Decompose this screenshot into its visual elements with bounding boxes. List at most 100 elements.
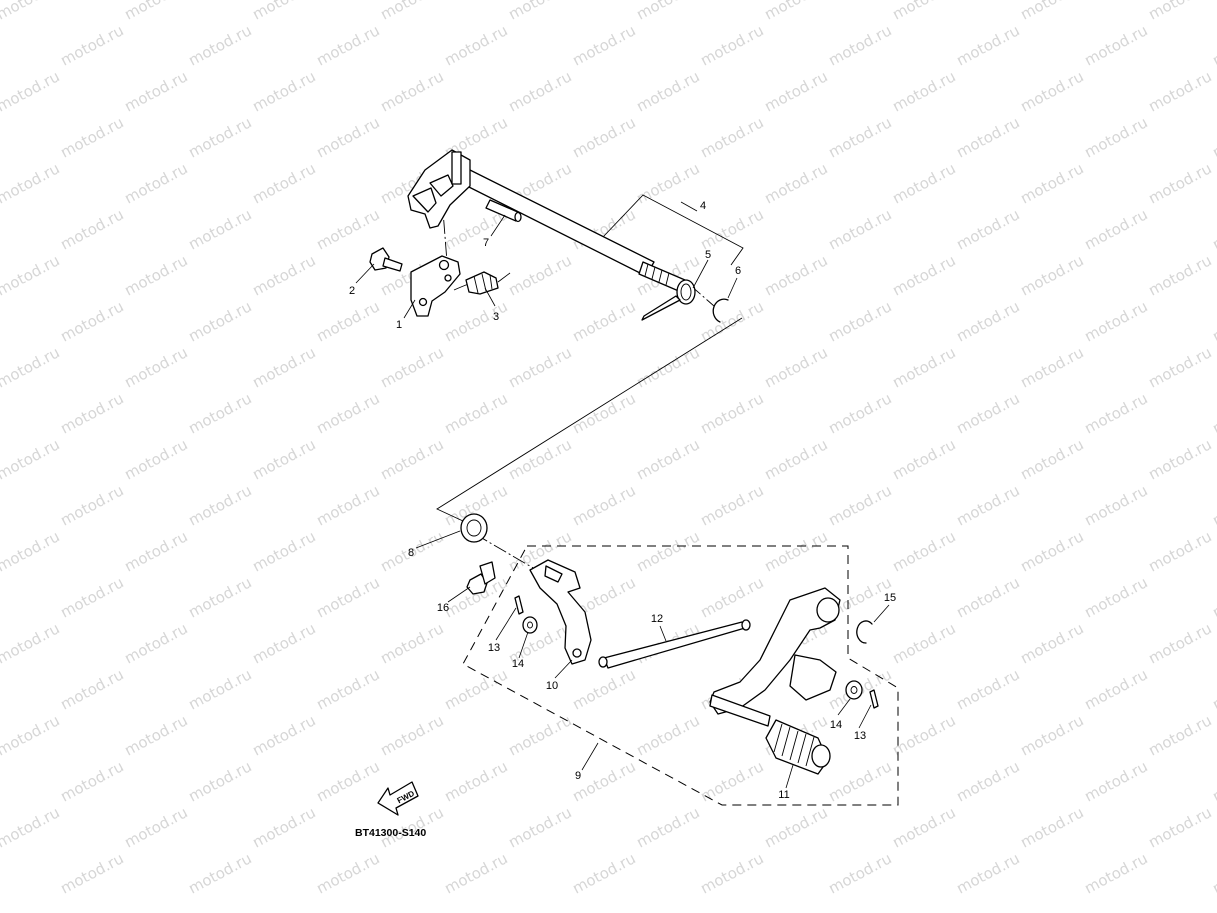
watermark-text: motod.ru bbox=[825, 757, 894, 805]
callout-label: 2 bbox=[349, 285, 355, 297]
watermark-text: motod.ru bbox=[121, 343, 190, 391]
watermark-text: motod.ru bbox=[889, 159, 958, 207]
watermark-text: motod.ru bbox=[825, 389, 894, 437]
washer[interactable] bbox=[522, 616, 538, 634]
watermark-text: motod.ru bbox=[569, 21, 638, 69]
oil-seal[interactable] bbox=[460, 513, 488, 543]
bolt[interactable] bbox=[369, 247, 403, 272]
shift-rod[interactable] bbox=[598, 619, 751, 669]
watermark-text: motod.ru bbox=[697, 21, 766, 69]
cotter-pin[interactable] bbox=[869, 689, 879, 709]
leader-lines bbox=[355, 201, 890, 789]
watermark-text: motod.ru bbox=[57, 113, 126, 161]
callout-label: 5 bbox=[705, 249, 711, 261]
watermark-text: motod.ru bbox=[889, 619, 958, 667]
watermark-text: motod.ru bbox=[121, 711, 190, 759]
watermark-text: motod.ru bbox=[889, 711, 958, 759]
watermark-text: motod.ru bbox=[185, 757, 254, 805]
watermark-text: motod.ru bbox=[953, 297, 1022, 345]
watermark-text: motod.ru bbox=[1145, 343, 1214, 391]
callout-label: 14 bbox=[512, 658, 524, 670]
watermark-text: motod.ru bbox=[1017, 619, 1086, 667]
watermark-text: motod.ru bbox=[121, 0, 190, 24]
segment[interactable] bbox=[410, 255, 461, 317]
footrest-rubber[interactable] bbox=[765, 719, 831, 775]
watermark-text: motod.ru bbox=[0, 159, 63, 207]
callout-label: 13 bbox=[488, 642, 500, 654]
watermark-text: motod.ru bbox=[1209, 389, 1217, 437]
callout-label: 1 bbox=[396, 319, 402, 331]
watermark-text: motod.ru bbox=[185, 113, 254, 161]
circlip[interactable] bbox=[712, 298, 729, 323]
callout-label: 10 bbox=[546, 680, 558, 692]
watermark-text: motod.ru bbox=[825, 297, 894, 345]
callout-label: 6 bbox=[735, 265, 741, 277]
watermark-text: motod.ru bbox=[633, 527, 702, 575]
watermark-text: motod.ru bbox=[633, 711, 702, 759]
watermark-text: motod.ru bbox=[0, 435, 63, 483]
watermark-text: motod.ru bbox=[249, 619, 318, 667]
spring[interactable] bbox=[453, 271, 511, 295]
callout-label: 14 bbox=[830, 719, 842, 731]
watermark-text: motod.ru bbox=[953, 205, 1022, 253]
callout-label: 12 bbox=[651, 613, 663, 625]
watermark-text: motod.ru bbox=[1017, 343, 1086, 391]
watermark-text: motod.ru bbox=[185, 481, 254, 529]
cotter-pin[interactable] bbox=[514, 595, 524, 615]
watermark-text: motod.ru bbox=[57, 573, 126, 621]
watermark-text: motod.ru bbox=[889, 803, 958, 851]
watermark-text: motod.ru bbox=[249, 527, 318, 575]
watermark-text: motod.ru bbox=[441, 665, 510, 713]
watermark-text: motod.ru bbox=[953, 849, 1022, 897]
watermark-text: motod.ru bbox=[1145, 435, 1214, 483]
watermark-text: motod.ru bbox=[57, 481, 126, 529]
watermark-text: motod.ru bbox=[825, 481, 894, 529]
watermark-text: motod.ru bbox=[377, 435, 446, 483]
watermark-text: motod.ru bbox=[313, 481, 382, 529]
watermark-text: motod.ru bbox=[0, 619, 63, 667]
bolt[interactable] bbox=[466, 561, 496, 595]
shift-shaft[interactable] bbox=[407, 149, 686, 293]
watermark-text: motod.ru bbox=[377, 67, 446, 115]
watermark-text: motod.ru bbox=[377, 343, 446, 391]
watermark-text: motod.ru bbox=[761, 0, 830, 24]
watermark-text: motod.ru bbox=[249, 251, 318, 299]
watermark-text: motod.ru bbox=[953, 481, 1022, 529]
watermark-text: motod.ru bbox=[1017, 527, 1086, 575]
watermark-text: motod.ru bbox=[1081, 21, 1150, 69]
watermark-text: motod.ru bbox=[505, 67, 574, 115]
watermark-text: motod.ru bbox=[1081, 297, 1150, 345]
watermark-text: motod.ru bbox=[121, 159, 190, 207]
watermark-text: motod.ru bbox=[1017, 803, 1086, 851]
pin[interactable] bbox=[485, 199, 522, 223]
watermark-text: motod.ru bbox=[121, 67, 190, 115]
watermark-text: motod.ru bbox=[313, 757, 382, 805]
watermark-text: motod.ru bbox=[1209, 205, 1217, 253]
watermark-text: motod.ru bbox=[633, 0, 702, 24]
watermark-text: motod.ru bbox=[569, 665, 638, 713]
watermark-text: motod.ru bbox=[1081, 113, 1150, 161]
forward-arrow-icon: FWD bbox=[377, 781, 419, 816]
watermark-text: motod.ru bbox=[825, 113, 894, 161]
watermark-text: motod.ru bbox=[697, 113, 766, 161]
callout-label: 11 bbox=[778, 789, 789, 801]
watermark-text: motod.ru bbox=[121, 251, 190, 299]
shift-pedal[interactable] bbox=[709, 587, 841, 727]
shift-arm[interactable] bbox=[529, 559, 592, 665]
callout-label: 13 bbox=[854, 730, 866, 742]
diagram-code: BT41300-S140 bbox=[355, 827, 426, 839]
watermark-text: motod.ru bbox=[1145, 711, 1214, 759]
circlip[interactable] bbox=[856, 620, 873, 644]
watermark-text: motod.ru bbox=[377, 619, 446, 667]
watermark-text: motod.ru bbox=[1209, 849, 1217, 897]
watermark-text: motod.ru bbox=[441, 757, 510, 805]
washer[interactable] bbox=[845, 680, 863, 700]
watermark-text: motod.ru bbox=[249, 711, 318, 759]
watermark-text: motod.ru bbox=[825, 205, 894, 253]
watermark-text: motod.ru bbox=[633, 803, 702, 851]
watermark-text: motod.ru bbox=[1081, 481, 1150, 529]
watermark-text: motod.ru bbox=[1209, 21, 1217, 69]
return-spring[interactable] bbox=[641, 279, 696, 321]
watermark-text: motod.ru bbox=[633, 159, 702, 207]
